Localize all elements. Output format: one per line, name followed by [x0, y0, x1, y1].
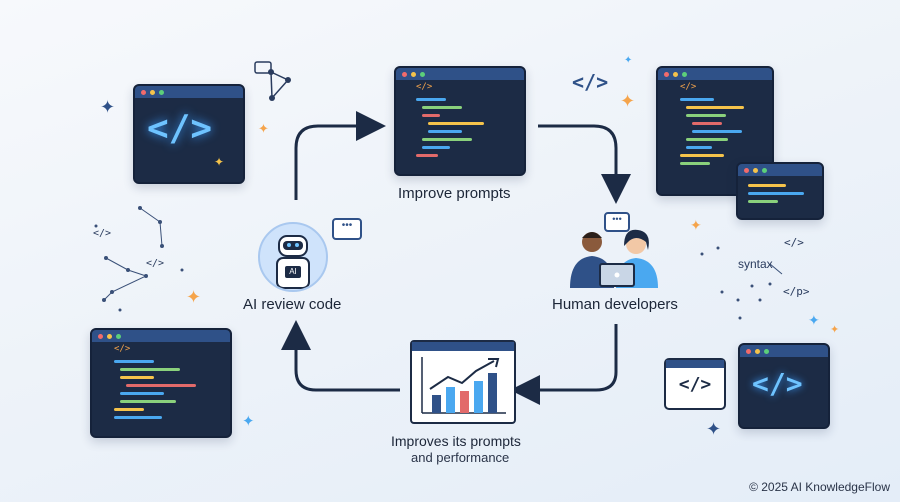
code-tag-label: </> — [416, 82, 433, 92]
constellation-left — [103, 207, 163, 301]
code-tag-glyph: </> — [572, 70, 609, 94]
sparkle-icon: ✦ — [808, 312, 820, 328]
chat-bubble-icon: ••• — [332, 218, 362, 240]
sparkle-icon: ✦ — [100, 97, 116, 117]
sparkle-icon: ✦ — [690, 217, 702, 233]
code-tag-glyph: </> — [146, 258, 165, 269]
code-window-top-left: </> — [133, 84, 245, 184]
code-tag-icon: </> — [147, 108, 213, 149]
code-tag-icon: </> — [752, 367, 803, 400]
code-tag-glyph: </> — [784, 236, 804, 249]
sparkle-icon: ✦ — [620, 91, 636, 111]
code-tag-label: </> — [680, 82, 697, 92]
sparkle-icon: ✦ — [242, 413, 255, 430]
code-window-top-center: </> — [394, 66, 526, 176]
sparkle-icon: ✦ — [830, 324, 840, 336]
constellation-right — [700, 246, 772, 320]
human-developers-illustration — [570, 229, 658, 288]
copyright-footer: © 2025 AI KnowledgeFlow — [749, 480, 890, 494]
code-window-top-right: </> — [656, 66, 774, 196]
code-tag-glyph: </> — [93, 228, 112, 239]
node-label-improves-line1: Improves its prompts — [391, 433, 521, 449]
arrow-improves-to-ai — [281, 320, 400, 392]
node-label-improves-line2: and performance — [411, 450, 510, 465]
network-icon — [254, 61, 290, 100]
sparkle-icon: ✦ — [624, 55, 633, 66]
code-window-bottom-left: </> — [90, 328, 232, 438]
ai-robot-avatar: AI — [258, 222, 328, 292]
node-label-human-developers: Human developers — [552, 296, 678, 313]
close-p-glyph: </p> — [783, 285, 810, 298]
sparkle-icon: ✦ — [706, 419, 722, 439]
code-window-bottom-right: </> — [738, 343, 830, 429]
code-tag-icon: </> — [678, 374, 712, 395]
node-label-improve-prompts: Improve prompts — [398, 185, 511, 202]
ai-chest-badge: AI — [285, 266, 301, 278]
node-label-ai-review: AI review code — [243, 296, 342, 313]
chat-bubble-icon: ••• — [604, 212, 630, 232]
code-window-top-right-small — [736, 162, 824, 220]
arrow-humans-to-improves — [510, 324, 618, 405]
syntax-label: syntax — [738, 257, 773, 271]
sparkle-icon: ✦ — [258, 121, 269, 136]
sparkle-icon: ✦ — [186, 287, 202, 307]
performance-chart-card — [410, 340, 516, 424]
sparkle-icon: ✦ — [214, 155, 225, 169]
code-card-bottom-right: </> — [664, 358, 726, 410]
arrow-ai-to-prompts — [294, 111, 386, 200]
arrow-prompts-to-humans — [538, 124, 631, 204]
robot-icon — [276, 235, 310, 289]
code-tag-label: </> — [114, 344, 131, 354]
growth-chart-icon — [421, 357, 506, 414]
